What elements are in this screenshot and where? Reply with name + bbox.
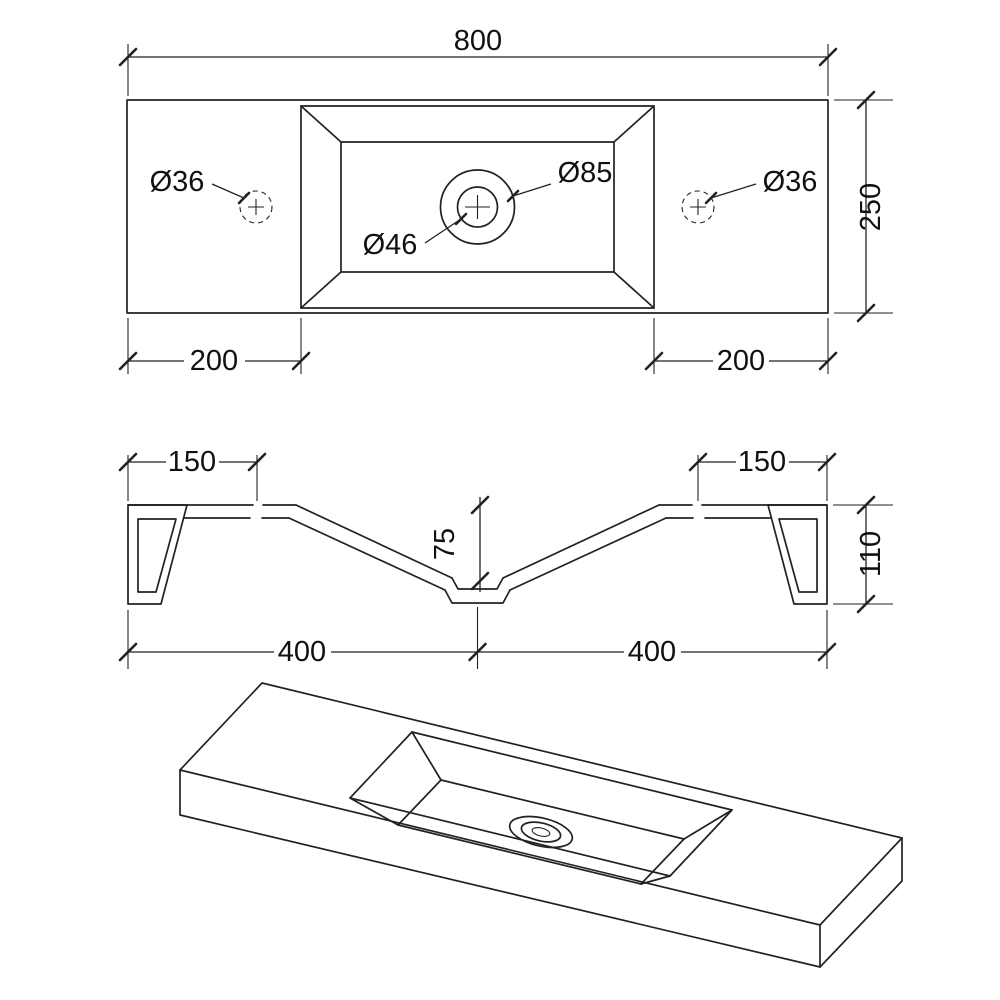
basin-rim — [300, 105, 655, 309]
overflow-leader — [512, 183, 552, 197]
dim-tick — [470, 571, 490, 591]
basin-outline-plan — [126, 99, 829, 314]
iso-basin-corner-edges — [349, 731, 733, 885]
tap-left-leader — [211, 183, 245, 199]
dim-200-left-value: 200 — [190, 345, 238, 377]
iso-drain-mid — [520, 821, 562, 843]
tap-hole-left-circle — [239, 190, 273, 224]
tap-hole-left — [239, 190, 273, 224]
drain-leader-tick — [454, 212, 468, 226]
dim-150-left-value: 150 — [168, 446, 216, 478]
tap-left-label: Ø36 — [150, 166, 205, 198]
dim-75-value: 75 — [429, 528, 461, 560]
section-view: 150 150 — [118, 446, 893, 669]
overflow-circle — [439, 169, 516, 245]
label-drain: Ø46 — [363, 212, 468, 261]
tap-hole-right — [681, 190, 715, 224]
dim-tick — [818, 47, 838, 67]
top-view: Ø36 Ø36 Ø85 Ø46 800 — [118, 25, 893, 377]
dim-200-right-value: 200 — [717, 345, 765, 377]
tap-right-leader — [710, 183, 757, 199]
basin-corner-edges — [300, 105, 655, 309]
iso-body-silhouette — [179, 682, 903, 968]
dim-110: 110 — [833, 495, 893, 614]
dim-200-left: 200 — [118, 318, 311, 377]
dim-tick — [817, 452, 837, 472]
dim-250-value: 250 — [855, 183, 887, 231]
label-overflow: Ø85 — [506, 157, 613, 203]
basin-slopes — [288, 504, 667, 591]
tap-right-leader-tick — [704, 191, 718, 205]
iso-body-edges — [179, 769, 903, 968]
drain-center-cross — [465, 195, 490, 219]
dim-tick — [118, 642, 138, 662]
dim-110-value: 110 — [855, 531, 887, 577]
drain-recess-inner — [451, 577, 504, 590]
dim-150-right-value: 150 — [738, 446, 786, 478]
dim-200-right: 200 — [644, 318, 838, 377]
dim-tick — [118, 47, 138, 67]
dim-tick — [856, 90, 876, 110]
basin-bottom — [340, 141, 615, 273]
dim-tick — [644, 351, 664, 371]
iso-drain-outer — [508, 815, 574, 849]
tap-hole-right-circle — [681, 190, 715, 224]
dim-tick — [247, 452, 267, 472]
tap-hole-left-cross — [248, 199, 264, 215]
dim-400-right: 400 — [477, 610, 837, 669]
dim-tick — [817, 642, 837, 662]
isometric-view — [179, 682, 903, 968]
overflow-leader-tick — [506, 189, 520, 203]
dim-75: 75 — [429, 495, 490, 592]
dim-tick — [856, 594, 876, 614]
dim-250: 250 — [834, 90, 893, 323]
dim-tick — [291, 351, 311, 371]
drain-plan — [439, 169, 516, 245]
tap-hole-right-cross — [690, 199, 706, 215]
dim-tick — [470, 495, 490, 515]
dim-tick — [688, 452, 708, 472]
dim-800: 800 — [118, 25, 838, 96]
drain-label: Ø46 — [363, 229, 418, 261]
tap-right-label: Ø36 — [763, 166, 818, 198]
dim-tick — [818, 351, 838, 371]
drain-circle — [456, 186, 499, 228]
left-end-wall-hollow — [137, 518, 177, 593]
dim-tick — [856, 495, 876, 515]
iso-drain — [508, 815, 574, 849]
dim-400-right-value: 400 — [628, 636, 676, 668]
iso-drain-inner — [531, 827, 551, 837]
dim-tick — [856, 303, 876, 323]
dim-150-right: 150 — [688, 446, 837, 501]
right-end-wall-hollow — [778, 518, 818, 593]
tap-left-leader-tick — [237, 191, 251, 205]
section-profile — [127, 504, 828, 605]
dim-150-left: 150 — [118, 446, 267, 501]
dim-tick — [118, 452, 138, 472]
basin-recess-plan — [300, 105, 655, 309]
drain-recess-outer — [444, 589, 511, 604]
dim-400-left-value: 400 — [278, 636, 326, 668]
drain-leader — [424, 218, 462, 244]
overflow-label: Ø85 — [558, 157, 613, 189]
label-tap-left: Ø36 — [150, 166, 251, 205]
dim-tick — [118, 351, 138, 371]
dim-800-value: 800 — [454, 25, 502, 57]
label-tap-right: Ø36 — [704, 166, 818, 205]
dim-400-left: 400 — [118, 607, 487, 669]
